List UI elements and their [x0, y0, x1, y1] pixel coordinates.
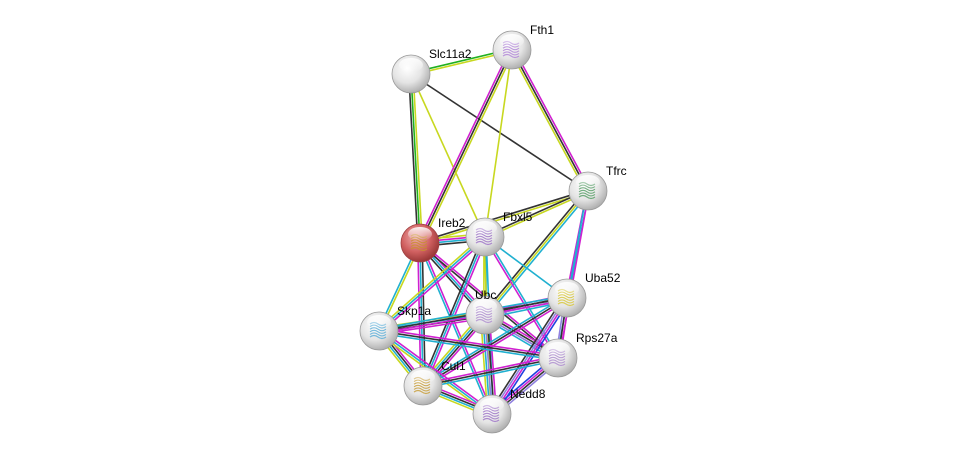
- edge-fth1-ireb2[interactable]: [417, 48, 515, 245]
- node-label: Cul1: [441, 359, 466, 373]
- edge-evidence-line: [379, 238, 487, 334]
- node-ireb2[interactable]: Ireb2: [400, 216, 466, 263]
- node-label: Uba52: [585, 271, 621, 285]
- edge-evidence-line: [513, 48, 591, 191]
- edge-evidence-line: [484, 190, 589, 316]
- edge-evidence-line: [484, 49, 513, 238]
- edge-tfrc-ireb2[interactable]: [419, 189, 589, 245]
- node-fbxl5[interactable]: Fbxl5: [465, 210, 533, 257]
- edge-evidence-line: [421, 50, 515, 245]
- node-label: Fth1: [530, 23, 554, 37]
- edge-evidence-line: [379, 328, 494, 413]
- edge-ireb2-nedd8[interactable]: [418, 242, 494, 415]
- node-label: Skp1a: [397, 304, 431, 318]
- edge-evidence-line: [408, 74, 419, 244]
- node-nedd8[interactable]: Nedd8: [472, 387, 546, 434]
- edge-evidence-line: [423, 299, 569, 389]
- edge-evidence-line: [488, 295, 565, 413]
- node-highlight: [480, 398, 504, 412]
- edge-evidence-line: [410, 73, 486, 238]
- node-highlight: [576, 175, 600, 189]
- edge-evidence-line: [422, 236, 486, 387]
- edge-evidence-line: [378, 236, 486, 332]
- edge-evidence-line: [420, 191, 589, 245]
- node-highlight: [367, 315, 391, 329]
- node-rps27a[interactable]: Rps27a: [538, 331, 618, 378]
- node-highlight: [546, 342, 570, 356]
- edge-evidence-line: [420, 235, 484, 386]
- node-ubc[interactable]: Ubc: [465, 288, 505, 335]
- edge-evidence-line: [420, 242, 494, 414]
- node-highlight: [473, 221, 497, 235]
- node-fth1[interactable]: Fth1: [492, 23, 554, 70]
- node-highlight: [500, 34, 524, 48]
- edge-evidence-line: [378, 330, 559, 359]
- node-label: Tfrc: [606, 164, 627, 178]
- edge-slc11a2-fbxl5[interactable]: [410, 73, 486, 238]
- node-label: Slc11a2: [429, 47, 472, 61]
- node-slc11a2[interactable]: Slc11a2: [391, 47, 472, 94]
- edge-fth1-fbxl5[interactable]: [484, 49, 513, 238]
- edge-evidence-line: [421, 295, 567, 385]
- edge-evidence-line: [486, 191, 591, 317]
- edge-evidence-line: [419, 189, 588, 243]
- edge-evidence-line: [418, 243, 492, 415]
- node-highlight: [408, 227, 432, 241]
- node-highlight: [399, 58, 423, 72]
- edge-evidence-line: [485, 236, 560, 358]
- edge-slc11a2-ireb2[interactable]: [408, 73, 423, 244]
- edge-evidence-line: [422, 357, 559, 387]
- edge-evidence-line: [417, 48, 511, 243]
- edge-cul1-rps27a[interactable]: [422, 355, 559, 389]
- edge-evidence-line: [482, 189, 587, 315]
- edge-evidence-line: [509, 50, 587, 193]
- node-cul1[interactable]: Cul1: [403, 359, 466, 406]
- node-label: Nedd8: [510, 387, 546, 401]
- edge-fth1-tfrc[interactable]: [509, 48, 591, 193]
- node-skp1a[interactable]: Skp1a: [359, 304, 431, 351]
- node-label: Fbxl5: [503, 210, 533, 224]
- edge-evidence-line: [410, 73, 421, 244]
- edge-evidence-line: [422, 297, 568, 387]
- edge-evidence-line: [419, 49, 513, 244]
- edge-uba52-cul1[interactable]: [421, 295, 569, 389]
- node-label: Ireb2: [438, 216, 466, 230]
- edge-evidence-line: [379, 328, 559, 357]
- node-label: Ubc: [475, 288, 496, 302]
- edge-evidence-line: [424, 237, 488, 388]
- node-tfrc[interactable]: Tfrc: [568, 164, 627, 211]
- edge-evidence-line: [412, 73, 423, 243]
- node-highlight: [411, 370, 435, 384]
- node-highlight: [555, 282, 579, 296]
- node-uba52[interactable]: Uba52: [547, 271, 621, 318]
- edge-evidence-line: [422, 355, 558, 385]
- edge-tfrc-ubc[interactable]: [482, 189, 591, 317]
- edge-fbxl5-cul1[interactable]: [420, 235, 488, 388]
- edge-evidence-line: [377, 234, 485, 330]
- node-highlight: [473, 299, 497, 313]
- edge-evidence-line: [423, 359, 559, 389]
- edge-skp1a-rps27a[interactable]: [378, 328, 559, 361]
- node-label: Rps27a: [576, 331, 618, 345]
- edge-fbxl5-skp1a[interactable]: [377, 234, 487, 334]
- edge-evidence-line: [378, 332, 558, 361]
- edge-evidence-line: [511, 49, 589, 192]
